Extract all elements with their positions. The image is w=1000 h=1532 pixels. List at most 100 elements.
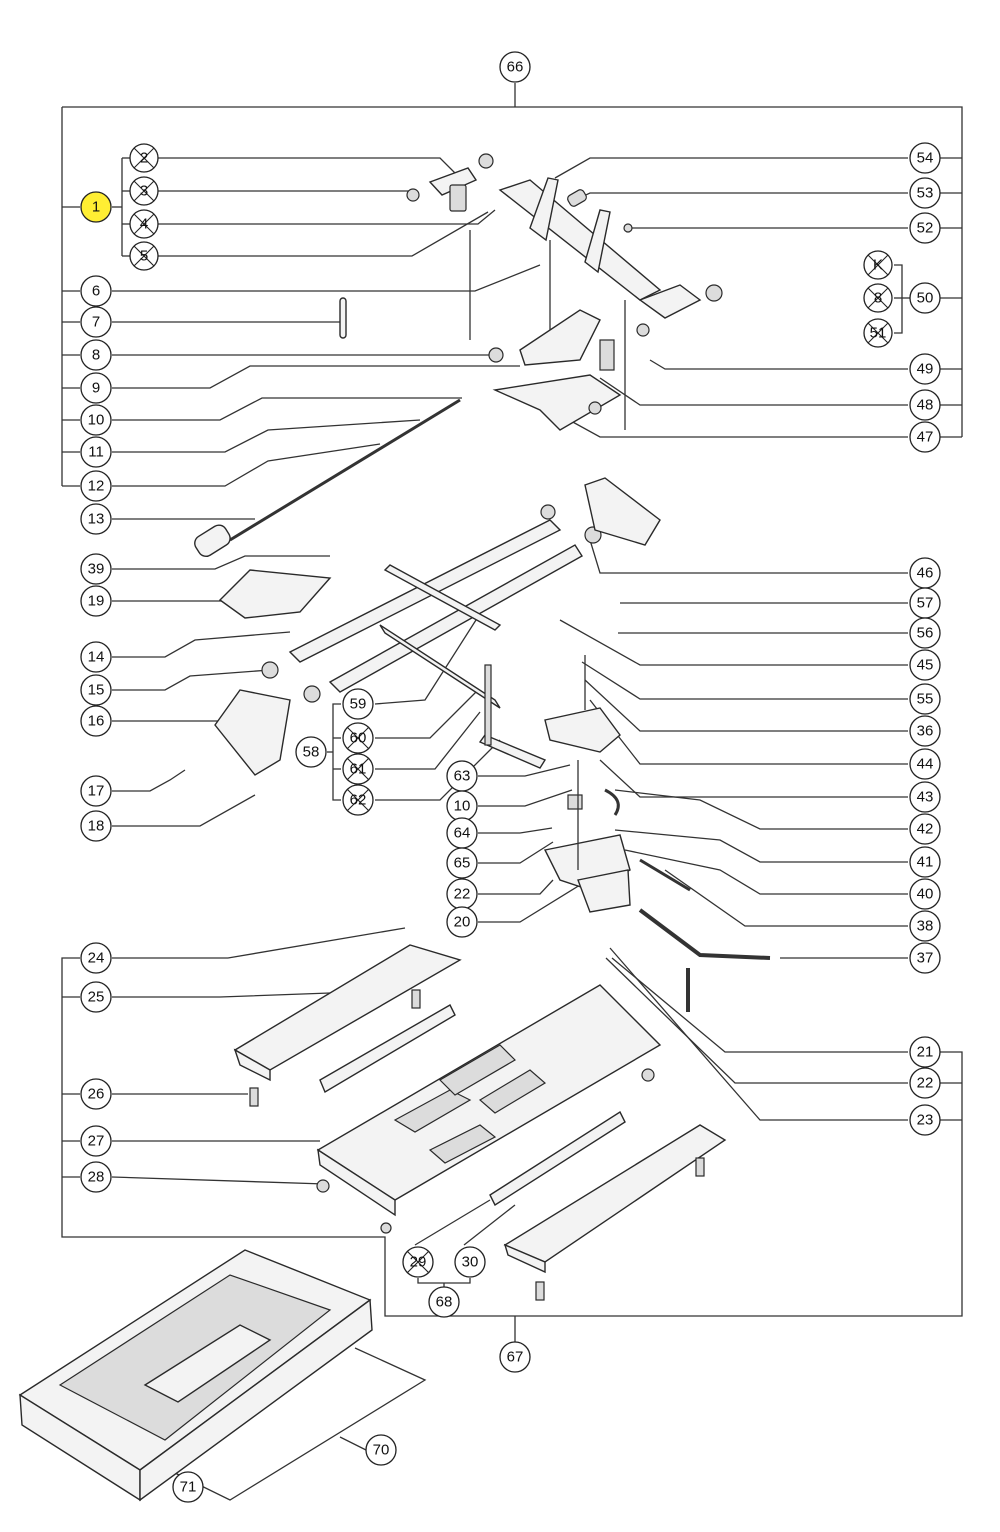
svg-text:26: 26 [88,1086,105,1103]
callout-61: 61 [342,753,374,785]
callout-44: 44 [909,748,941,780]
callout-9: 9 [80,372,112,404]
part-drawings [18,153,771,1502]
callout-22a: 22 [446,878,478,910]
callout-54: 54 [909,142,941,174]
callout-26: 26 [80,1078,112,1110]
svg-text:47: 47 [917,429,934,446]
svg-text:17: 17 [88,783,105,800]
callout-66: 66 [499,51,531,83]
bracket-lines [61,83,963,1501]
callout-57: 57 [909,587,941,619]
callout-16: 16 [80,705,112,737]
svg-text:19: 19 [88,593,105,610]
callout-13: 13 [80,503,112,535]
callout-64: 64 [446,817,478,849]
svg-text:10: 10 [454,798,471,815]
callout-71: 71 [172,1471,204,1503]
svg-text:4: 4 [140,216,148,233]
svg-text:13: 13 [88,511,105,528]
svg-text:30: 30 [462,1254,479,1271]
svg-text:11: 11 [88,444,104,461]
svg-text:16: 16 [88,713,105,730]
svg-text:41: 41 [917,854,934,871]
callout-1: 1 [80,191,112,223]
svg-text:12: 12 [88,478,105,495]
callout-30: 30 [454,1246,486,1278]
callout-60: 60 [342,722,374,754]
callout-27: 27 [80,1125,112,1157]
svg-text:45: 45 [917,657,934,674]
svg-text:2: 2 [140,150,148,167]
callout-10b: 10 [446,790,478,822]
svg-text:58: 58 [303,744,320,761]
callout-46: 46 [909,557,941,589]
svg-text:25: 25 [88,989,105,1006]
svg-text:59: 59 [350,696,367,713]
svg-text:40: 40 [917,886,934,903]
callout-17: 17 [80,775,112,807]
svg-text:K: K [873,257,883,274]
svg-text:8: 8 [92,347,100,364]
svg-text:46: 46 [917,565,934,582]
svg-text:52: 52 [917,220,934,237]
svg-text:1: 1 [92,199,100,216]
callout-50: 50 [909,282,941,314]
callout-45: 45 [909,649,941,681]
callout-62: 62 [342,784,374,816]
callout-6: 6 [80,275,112,307]
callout-56: 56 [909,617,941,649]
svg-text:43: 43 [917,789,934,806]
callout-21: 21 [909,1036,941,1068]
callout-47: 47 [909,421,941,453]
callout-40: 40 [909,878,941,910]
callout-36: 36 [909,715,941,747]
callout-48: 48 [909,389,941,421]
callout-balloons: 66 1 2 3 4 5 6 7 8 9 10 11 12 13 39 19 1… [80,51,941,1503]
callout-70: 70 [365,1434,397,1466]
svg-text:27: 27 [88,1133,105,1150]
callout-K: K [863,250,893,280]
svg-text:21: 21 [917,1044,934,1061]
svg-text:51: 51 [870,325,887,342]
svg-text:5: 5 [140,248,148,265]
svg-text:60: 60 [350,730,367,747]
svg-text:50: 50 [917,290,934,307]
svg-text:56: 56 [917,625,934,642]
svg-text:42: 42 [917,821,934,838]
callout-5: 5 [129,241,159,271]
svg-text:68: 68 [436,1294,453,1311]
callout-24: 24 [80,942,112,974]
callout-51: 51 [863,318,893,348]
callout-55: 55 [909,683,941,715]
svg-text:14: 14 [88,649,105,666]
svg-text:39: 39 [88,561,105,578]
callout-52: 52 [909,212,941,244]
svg-text:70: 70 [373,1442,390,1459]
svg-text:49: 49 [917,361,934,378]
svg-text:37: 37 [917,950,934,967]
callout-22b: 22 [909,1067,941,1099]
callout-53: 53 [909,177,941,209]
svg-text:57: 57 [917,595,934,612]
svg-text:29: 29 [410,1254,427,1271]
callout-7: 7 [80,306,112,338]
svg-text:53: 53 [917,185,934,202]
svg-text:9: 9 [92,380,100,397]
callout-4: 4 [129,209,159,239]
callout-8b: 8 [863,283,893,313]
callout-15: 15 [80,674,112,706]
callout-25: 25 [80,981,112,1013]
callout-28: 28 [80,1161,112,1193]
svg-text:8: 8 [874,290,882,307]
callout-8: 8 [80,339,112,371]
callout-10: 10 [80,404,112,436]
callout-23: 23 [909,1104,941,1136]
callout-41: 41 [909,846,941,878]
svg-text:22: 22 [917,1075,934,1092]
svg-text:20: 20 [454,914,471,931]
callout-63: 63 [446,760,478,792]
svg-text:22: 22 [454,886,471,903]
callout-20: 20 [446,906,478,938]
